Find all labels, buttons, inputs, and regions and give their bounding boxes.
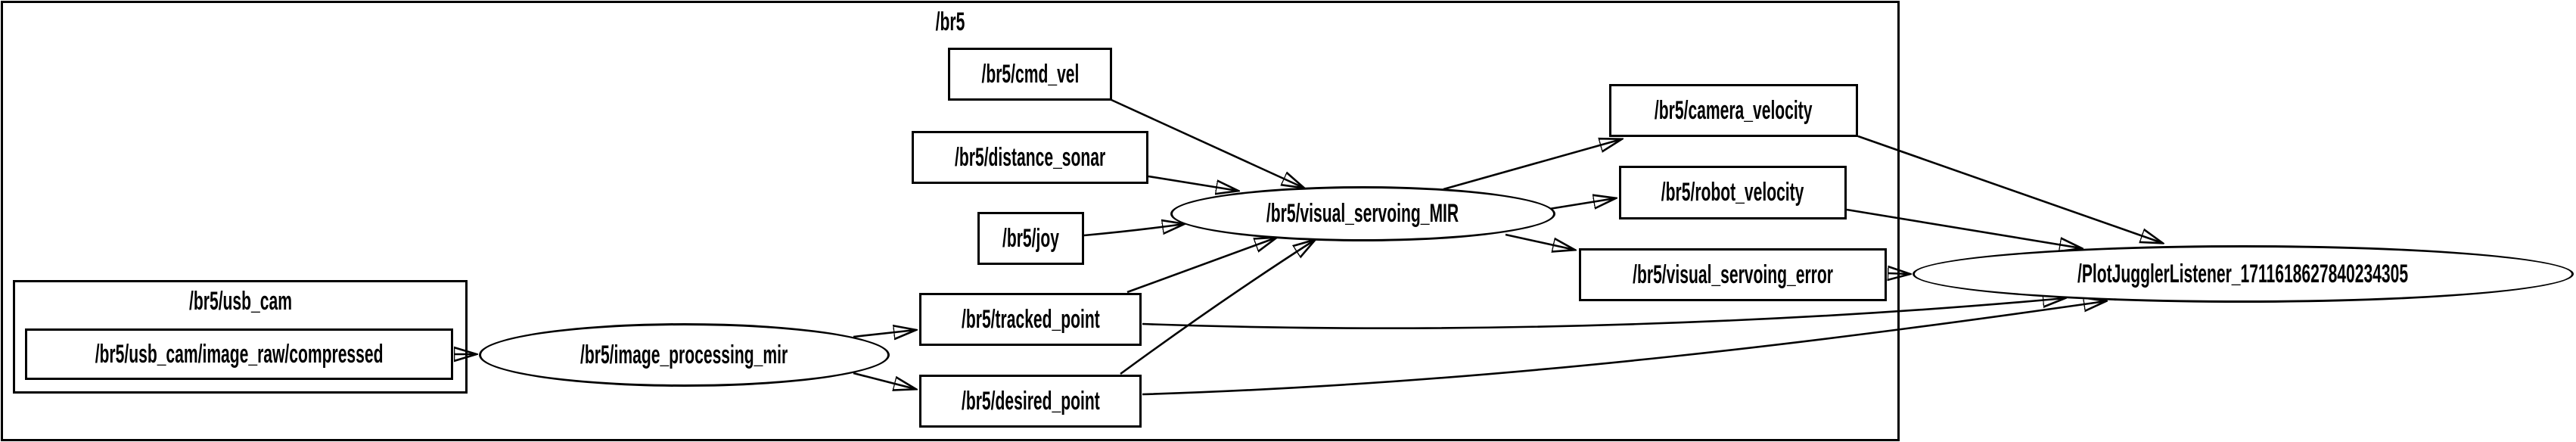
topic-robot-velocity-label: /br5/robot_velocity [1661,178,1804,207]
edge-visual-servoing-mir-to-visual-servoing-error [1505,233,1574,250]
cluster-usb-cam: /br5/usb_cam [13,280,468,394]
cluster-usb-cam-label: /br5/usb_cam [188,287,292,316]
topic-usb-cam-image-raw-compressed: /br5/usb_cam/image_raw/compressed [25,328,453,380]
edge-cmd-vel-to-visual-servoing-mir [1111,98,1304,188]
node-plotjuggler-listener-label: /PlotJugglerListener_1711618627840234305 [2077,259,2409,288]
edge-tracked-point-to-plotjuggler [1142,298,2065,329]
topic-tracked-point-label: /br5/tracked_point [961,304,1100,334]
edge-desired-point-to-plotjuggler [1142,301,2105,396]
edge-camera-velocity-to-plotjuggler [1857,135,2162,243]
edge-visual-servoing-mir-to-camera-velocity [1443,139,1621,191]
topic-distance-sonar: /br5/distance_sonar [912,131,1148,184]
topic-cmd-vel-label: /br5/cmd_vel [981,59,1079,89]
node-image-processing-mir: /br5/image_processing_mir [479,323,890,387]
topic-cmd-vel: /br5/cmd_vel [948,48,1112,101]
topic-visual-servoing-error: /br5/visual_servoing_error [1579,248,1887,301]
node-visual-servoing-mir-label: /br5/visual_servoing_MIR [1266,199,1459,228]
node-plotjuggler-listener: /PlotJugglerListener_1711618627840234305 [1913,245,2574,303]
topic-visual-servoing-error-label: /br5/visual_servoing_error [1633,260,1833,289]
topic-tracked-point: /br5/tracked_point [919,293,1142,346]
edge-image-processing-mir-to-desired-point [853,372,915,389]
cluster-br5-label: /br5 [935,8,965,36]
topic-joy: /br5/joy [977,212,1084,265]
edge-distance-sonar-to-visual-servoing-mir [1148,175,1238,191]
cluster-br5: /br5 [1,1,1900,441]
edge-visual-servoing-mir-to-robot-velocity [1549,198,1615,209]
edge-robot-velocity-to-plotjuggler [1846,208,2081,248]
edge-desired-point-to-visual-servoing-mir [1120,240,1315,375]
topic-camera-velocity: /br5/camera_velocity [1609,84,1858,137]
topic-robot-velocity: /br5/robot_velocity [1619,166,1847,219]
edge-tracked-point-to-visual-servoing-mir [1126,238,1276,294]
topic-distance-sonar-label: /br5/distance_sonar [954,142,1106,172]
topic-desired-point: /br5/desired_point [919,375,1142,428]
edge-visual-servoing-error-to-plotjuggler [1888,273,1909,274]
topic-camera-velocity-label: /br5/camera_velocity [1655,95,1813,125]
node-image-processing-mir-label: /br5/image_processing_mir [580,340,788,369]
topic-desired-point-label: /br5/desired_point [961,386,1100,416]
edge-image-processing-mir-to-tracked-point [853,330,915,337]
topic-usb-cam-image-raw-compressed-label: /br5/usb_cam/image_raw/compressed [95,339,384,369]
node-visual-servoing-mir: /br5/visual_servoing_MIR [1170,186,1555,241]
edge-joy-to-visual-servoing-mir [1083,224,1184,237]
topic-joy-label: /br5/joy [1002,223,1059,253]
